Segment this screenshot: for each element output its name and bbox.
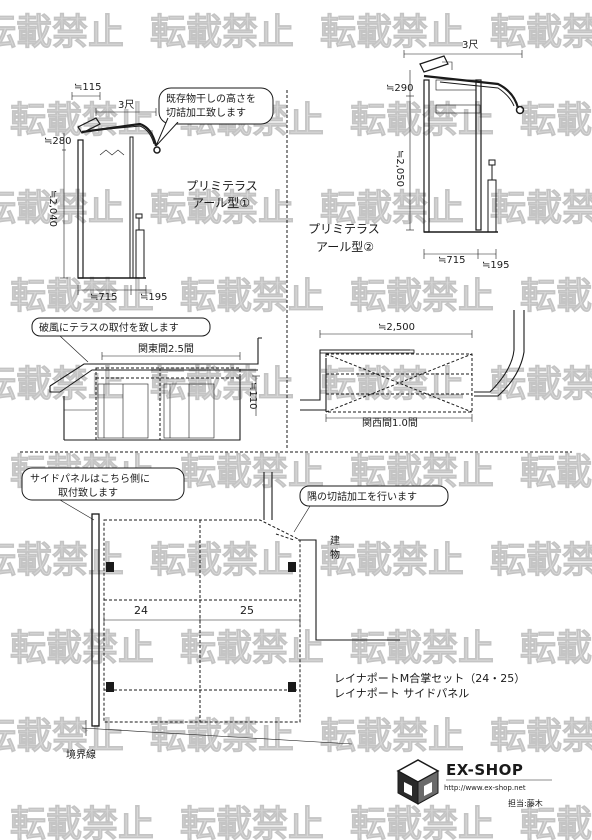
callout-clothesline-line2: 切詰加工致します <box>166 106 246 119</box>
callout-clothesline-line1: 既存物干しの高さを <box>166 92 256 105</box>
watermark-text: 転載禁止 <box>180 804 324 840</box>
watermark-text: 転載禁止 <box>490 716 592 757</box>
callout-gable <box>31 317 211 337</box>
r1-top-width-dim: ≒115 <box>74 82 101 93</box>
watermark-text: 転載禁止 <box>150 188 294 229</box>
watermark-text: 転載禁止 <box>150 12 294 53</box>
terrace-r1-section <box>60 92 161 295</box>
bay-25-label: 25 <box>240 604 254 617</box>
watermark-text: 転載禁止 <box>10 628 154 669</box>
watermark-text: 転載禁止 <box>180 452 324 493</box>
r2-product-line1: プリミテラス <box>308 222 380 236</box>
callout-corner-cut-text: 隅の切詰加工を行います <box>307 490 417 503</box>
watermark-text: 転載禁止 <box>490 188 592 229</box>
callout-side-panel-line1: サイドパネルはこちら側に <box>30 472 150 485</box>
carport-product-line2: レイナポート サイドパネル <box>334 687 469 700</box>
watermark-text: 転載禁止 <box>520 628 592 669</box>
watermark-text: 転載禁止 <box>350 628 494 669</box>
gable-elevation <box>31 317 262 441</box>
callout-side-panel <box>21 467 185 501</box>
watermark-text: 転載禁止 <box>10 100 154 141</box>
gable-width-dim: 関東間2.5間 <box>138 342 194 355</box>
post-rear-left <box>106 682 114 692</box>
boundary-label: 境界線 <box>66 748 96 761</box>
post-front-right <box>288 562 296 572</box>
staff-label: 担当:藤木 <box>508 798 543 808</box>
watermark-text: 転載禁止 <box>320 188 464 229</box>
gable-height-dim: ≒110 <box>247 382 258 409</box>
r1-product-line1: プリミテラス <box>186 179 258 193</box>
watermark-text: 転載禁止 <box>490 540 592 581</box>
callout-side-panel-line2: 取付致します <box>58 486 118 499</box>
watermark-text: 転載禁止 <box>10 276 154 317</box>
watermark-text: 転載禁止 <box>520 452 592 493</box>
callout-clothesline <box>158 87 274 125</box>
watermark-text: 転載禁止 <box>520 804 592 840</box>
watermark-text: 転載禁止 <box>180 276 324 317</box>
r2-product-line2: アール型② <box>316 240 374 254</box>
watermark-text: 転載禁止 <box>320 540 464 581</box>
r2-height-dim: ≒2,050 <box>394 150 405 187</box>
watermark-text: 転載禁止 <box>350 100 494 141</box>
r1-height-dim: ≒2,040 <box>47 190 58 227</box>
building-label-1: 建 <box>330 534 340 547</box>
watermark-text: 転載禁止 <box>490 12 592 53</box>
carport-product-line1: レイナポートM合掌セット（24・25） <box>334 671 525 685</box>
r1-product-line2: アール型① <box>192 196 250 210</box>
r1-rise-dim: ≒280 <box>44 136 71 147</box>
callout-corner-cut <box>299 485 449 507</box>
plan-view <box>300 310 525 422</box>
watermark-text: 転載禁止 <box>150 364 294 405</box>
r2-post-dim: ≒195 <box>482 260 509 271</box>
watermark-text: 転載禁止 <box>350 276 494 317</box>
watermark-text: 転載禁止 <box>350 804 494 840</box>
watermark-text: 転載禁止 <box>520 100 592 141</box>
r2-rise-dim: ≒290 <box>386 83 413 94</box>
logo-url: http://www.ex-shop.net <box>444 784 526 792</box>
post-front-left <box>106 562 114 572</box>
carport-plan <box>21 467 449 745</box>
watermark-text: 転載禁止 <box>150 540 294 581</box>
terrace-r2-section <box>403 50 525 259</box>
watermark-text: 転載禁止 <box>520 276 592 317</box>
plan-width-dim: ≒2,500 <box>378 322 415 333</box>
ex-shop-logo <box>396 759 440 805</box>
watermark-text: 転載禁止 <box>0 716 124 757</box>
building-label-2: 物 <box>330 548 340 561</box>
post-rear-right <box>288 682 296 692</box>
plan-bottom-dim: 関西間1.0間 <box>362 417 418 429</box>
callout-gable-text: 破風にテラスの取付を致します <box>39 321 179 334</box>
r1-span-dim: 3尺 <box>118 99 134 111</box>
watermark-text: 転載禁止 <box>320 364 464 405</box>
r1-depth-dim: ≒715 <box>90 292 117 303</box>
watermark-text: 転載禁止 <box>0 364 124 405</box>
watermark-text: 転載禁止 <box>0 12 124 53</box>
r2-span-dim: 3尺 <box>462 39 478 51</box>
watermark-text: 転載禁止 <box>320 716 464 757</box>
watermark-text: 転載禁止 <box>10 804 154 840</box>
bay-24-label: 24 <box>134 604 148 617</box>
cube-logo-icon <box>396 759 440 805</box>
r2-depth-dim: ≒715 <box>438 255 465 266</box>
logo-name: EX-SHOP <box>446 761 523 779</box>
r1-post-dim: ≒195 <box>140 292 167 303</box>
watermark-text: 転載禁止 <box>320 12 464 53</box>
watermark-text: 転載禁止 <box>0 188 124 229</box>
